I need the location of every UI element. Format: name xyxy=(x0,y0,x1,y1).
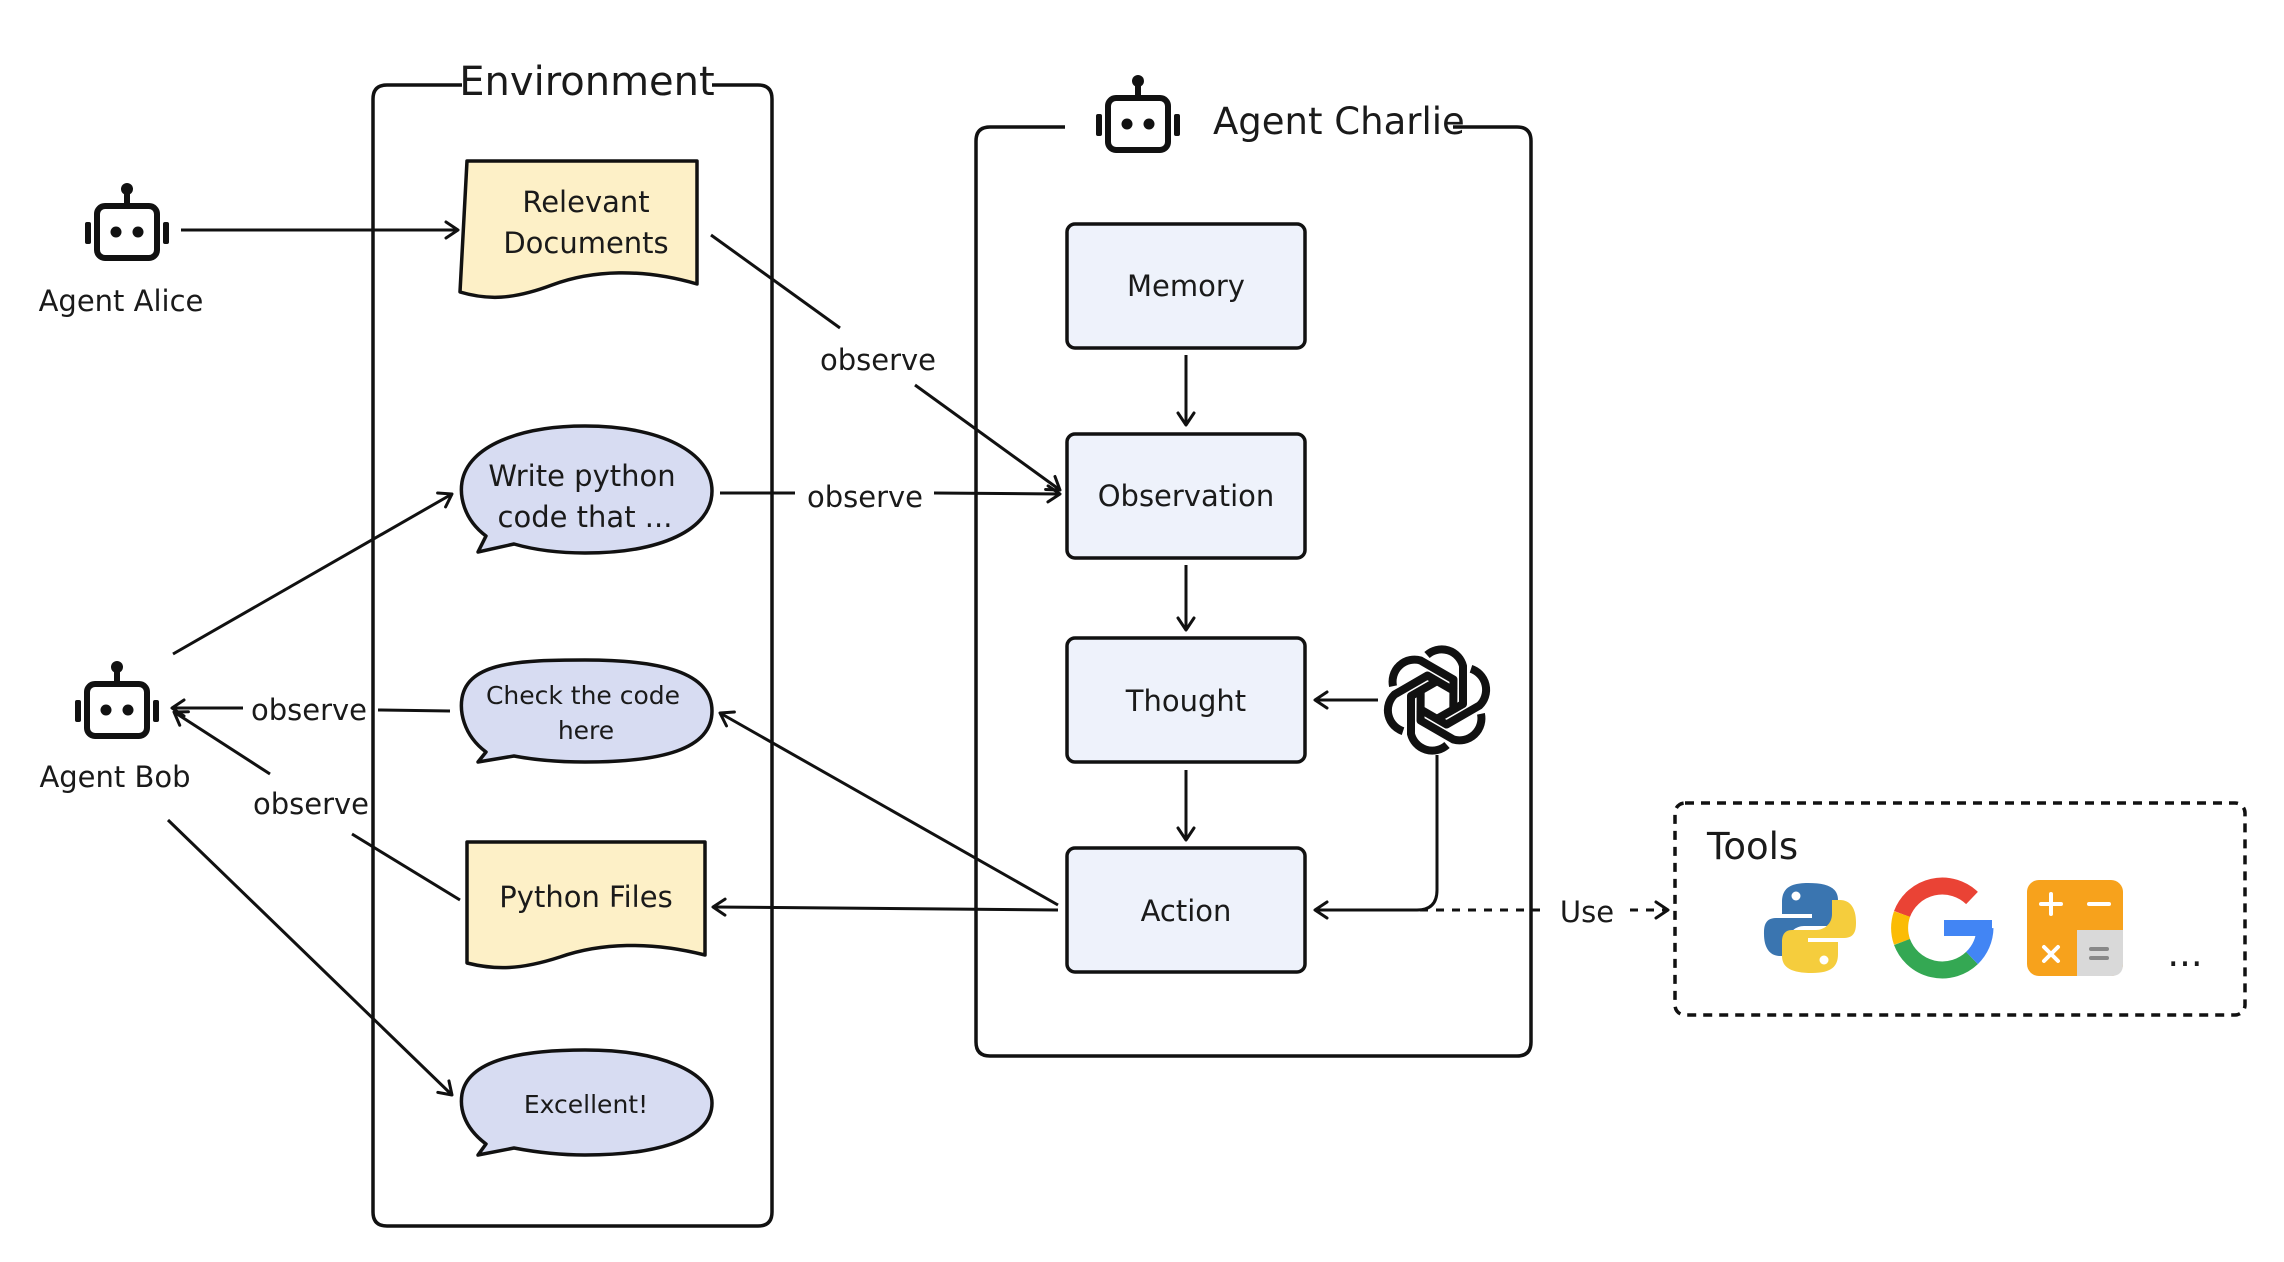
python-files-observe-line xyxy=(351,832,461,902)
observe-to-observation-arrow xyxy=(914,383,1062,492)
bob-observe-check-label: observe xyxy=(251,693,367,727)
documents-observe-line xyxy=(710,233,841,330)
relevant-documents-line2: Documents xyxy=(503,226,668,260)
agent-alice-label: Agent Alice xyxy=(39,284,204,318)
observation-label: Observation xyxy=(1098,479,1275,513)
agent-charlie-container: Agent Charlie xyxy=(974,75,1533,1058)
agent-alice: Agent Alice xyxy=(39,183,204,318)
check-code-line1: Check the code xyxy=(486,681,680,710)
google-icon xyxy=(1891,877,1994,979)
python-files-label: Python Files xyxy=(499,880,672,914)
bob-to-write-python-arrow xyxy=(172,491,454,656)
relevant-documents-line1: Relevant xyxy=(522,185,649,219)
write-python-line2: code that ... xyxy=(498,500,673,534)
calculator-icon xyxy=(2027,880,2123,976)
memory-label: Memory xyxy=(1127,269,1245,303)
use-label: Use xyxy=(1560,895,1614,929)
agent-charlie-robot-icon xyxy=(1096,75,1180,153)
llm-to-action-arrow xyxy=(1313,755,1439,920)
check-code-bubble: Check the code here xyxy=(459,658,714,764)
thought-label: Thought xyxy=(1125,684,1246,718)
action-to-check-code-arrow xyxy=(718,710,1059,907)
python-files-node: Python Files xyxy=(465,840,707,970)
tools-title: Tools xyxy=(1706,825,1798,868)
python-icon xyxy=(1764,883,1856,973)
agent-charlie-label: Agent Charlie xyxy=(1213,100,1465,143)
observe-docs-label: observe xyxy=(820,343,936,377)
observe-write-label: observe xyxy=(807,480,923,514)
excellent-label: Excellent! xyxy=(524,1090,648,1119)
check-code-observe-line xyxy=(377,708,451,713)
excellent-bubble: Excellent! xyxy=(459,1048,714,1157)
bob-to-excellent-arrow xyxy=(166,818,454,1097)
thought-node: Thought xyxy=(1065,636,1307,764)
observation-node: Observation xyxy=(1065,432,1307,560)
write-python-line1: Write python xyxy=(488,459,675,493)
environment-title: Environment xyxy=(459,59,714,105)
agent-bob-label: Agent Bob xyxy=(39,760,190,794)
agent-alice-robot-icon xyxy=(85,183,169,261)
action-label: Action xyxy=(1141,894,1232,928)
check-code-line2: here xyxy=(558,716,614,745)
agent-bob-robot-icon xyxy=(75,661,159,739)
openai-icon xyxy=(1383,645,1491,755)
relevant-documents-node: Relevant Documents xyxy=(458,159,699,300)
write-python-bubble: Write python code that ... xyxy=(459,424,714,555)
action-to-python-files-arrow xyxy=(711,897,1059,917)
action-node: Action xyxy=(1065,846,1307,974)
environment-container: Environment xyxy=(371,59,774,1228)
write-observe-to-observation-arrow xyxy=(933,484,1062,504)
bob-observe-files-label: observe xyxy=(253,787,369,821)
tools-container: Tools xyxy=(1673,801,2247,1017)
tools-ellipsis: ... xyxy=(2167,932,2202,975)
agent-bob: Agent Bob xyxy=(39,661,191,794)
memory-node: Memory xyxy=(1065,222,1307,350)
files-observe-to-bob-arrow xyxy=(172,710,271,776)
